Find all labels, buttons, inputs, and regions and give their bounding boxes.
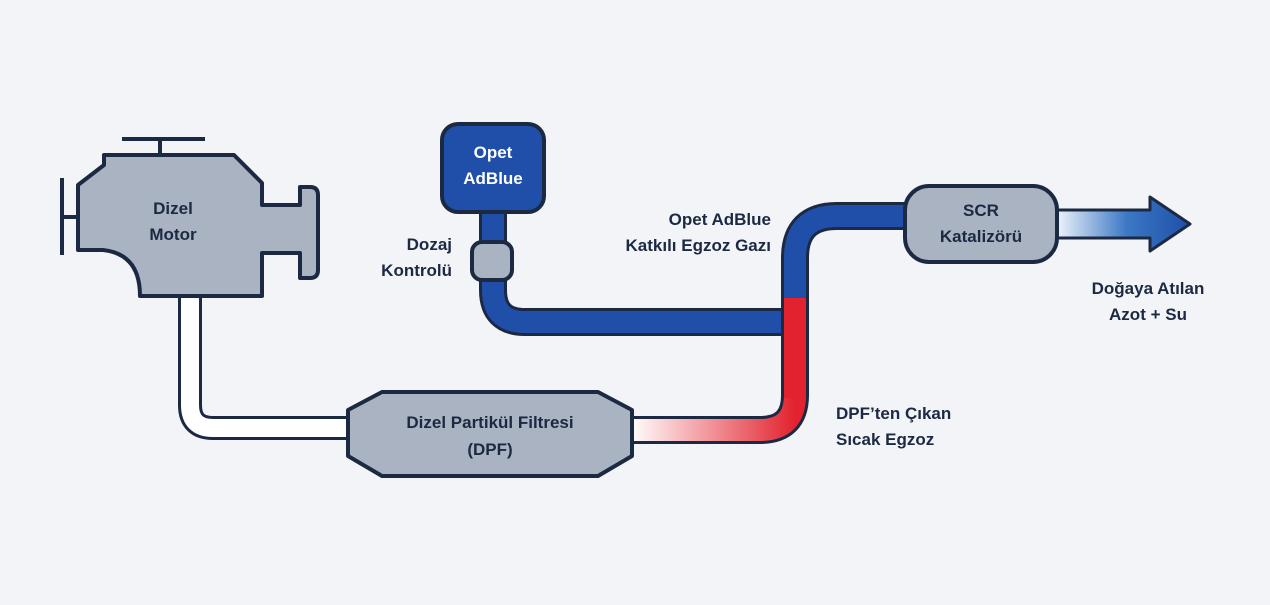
scr-label-line1: SCR bbox=[963, 201, 999, 220]
adblue-exhaust-label-line1: Opet AdBlue bbox=[669, 210, 771, 229]
output-label-line2: Azot + Su bbox=[1109, 305, 1187, 324]
scr-label-line2: Katalizörü bbox=[940, 227, 1022, 246]
output-label-line1: Doğaya Atılan bbox=[1092, 279, 1205, 298]
dpf-label-line1: Dizel Partikül Filtresi bbox=[406, 413, 573, 432]
scr-catalyst: SCR Katalizörü bbox=[903, 184, 1059, 264]
engine-label-line1: Dizel bbox=[153, 199, 193, 218]
adblue-exhaust-pipe bbox=[781, 202, 910, 340]
output-arrow bbox=[1048, 195, 1192, 253]
adblue-line bbox=[479, 205, 795, 336]
dosing-label-line2: Kontrolü bbox=[381, 261, 452, 280]
hot-exhaust-label-line1: DPF’ten Çıkan bbox=[836, 404, 951, 423]
tank-label-line1: Opet bbox=[474, 143, 513, 162]
engine-exhaust-pipe bbox=[178, 290, 352, 440]
hot-exhaust-label-line2: Sıcak Egzoz bbox=[836, 430, 934, 449]
dpf-filter: Dizel Partikül Filtresi (DPF) bbox=[346, 390, 634, 478]
engine-label-line2: Motor bbox=[149, 225, 197, 244]
adblue-tank: Opet AdBlue bbox=[440, 122, 546, 214]
adblue-exhaust-label-line2: Katkılı Egzoz Gazı bbox=[626, 236, 771, 255]
tank-label-line2: AdBlue bbox=[463, 169, 523, 188]
dosing-valve bbox=[470, 240, 514, 282]
dpf-label-line2: (DPF) bbox=[467, 440, 512, 459]
dosing-label-line1: Dozaj bbox=[407, 235, 452, 254]
diesel-engine: Dizel Motor bbox=[60, 137, 320, 298]
